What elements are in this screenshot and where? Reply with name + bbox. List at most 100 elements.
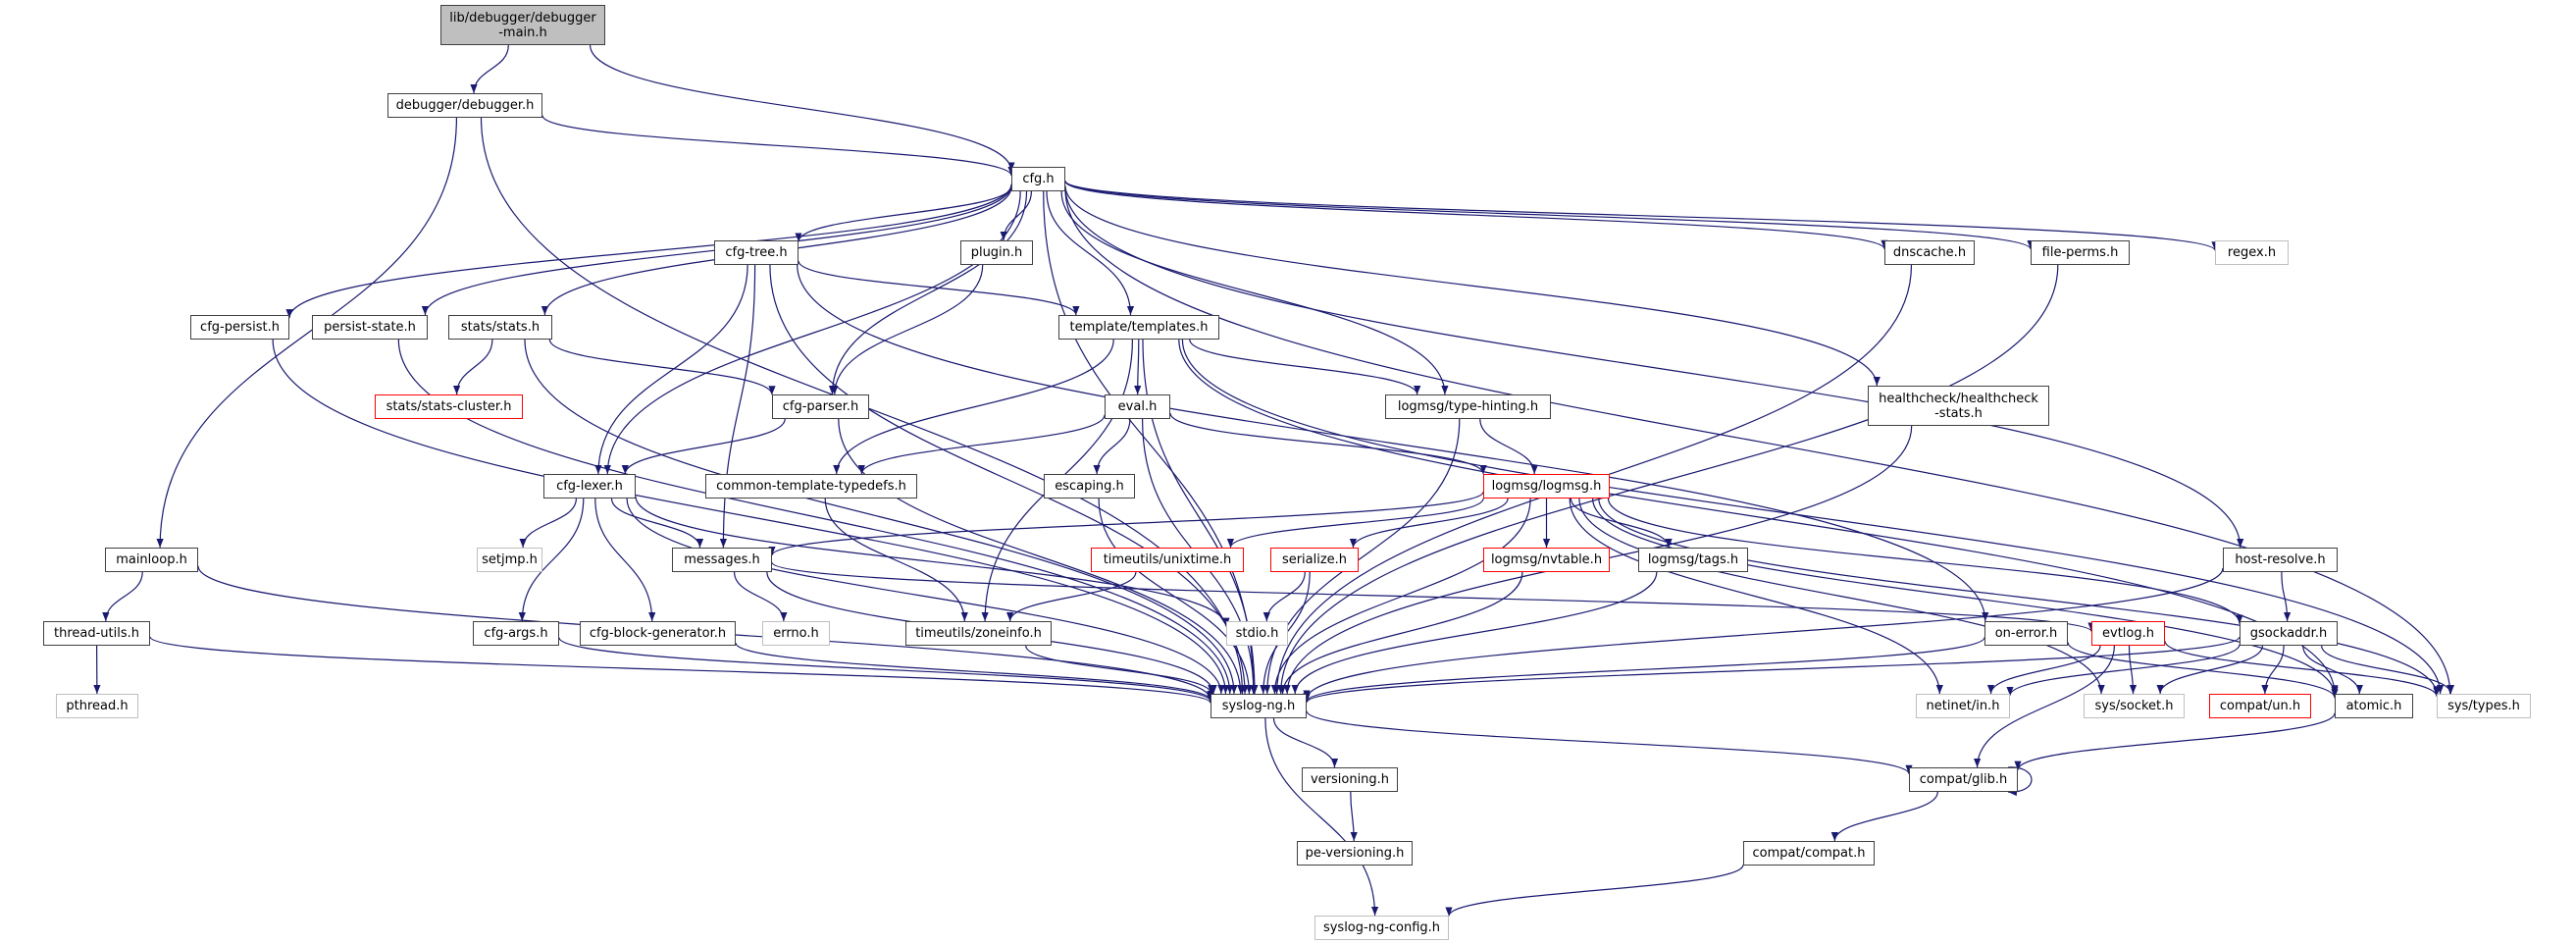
node-cfgargs[interactable]: cfg-args.h [473,621,559,646]
node-label: thread-utils.h [53,626,139,641]
node-escaping[interactable]: escaping.h [1044,474,1135,499]
edge-versioning-to-peversioning [1350,791,1358,842]
node-pthread[interactable]: pthread.h [56,694,138,718]
node-errno[interactable]: errno.h [762,621,830,646]
node-label: cfg-persist.h [200,320,280,335]
edge-blockgen-to-syslogng [735,642,1214,701]
node-hostresolve[interactable]: host-resolve.h [2223,548,2338,572]
node-label: timeutils/unixtime.h [1103,552,1232,567]
edge-cfg-to-dnscache [1064,181,1888,250]
edge-cfgtree-to-messages [719,264,756,549]
edge-evtlog-to-netinet [1986,645,2101,695]
node-label: stats/stats-cluster.h [386,399,512,414]
edge-evtlog-to-glib [1974,645,2115,768]
node-zoneinfo[interactable]: timeutils/zoneinfo.h [905,621,1052,646]
node-compat[interactable]: compat/compat.h [1743,841,1875,866]
node-plugin[interactable]: plugin.h [960,240,1033,265]
node-versioning[interactable]: versioning.h [1302,767,1398,792]
edge-debugger-to-cfg [541,115,1015,177]
node-stats[interactable]: stats/stats.h [448,315,552,340]
node-label: healthcheck/healthcheck -stats.h [1879,391,2038,421]
node-debugger[interactable]: debugger/debugger.h [387,93,542,118]
node-threadutils[interactable]: thread-utils.h [43,621,150,646]
node-label: atomic.h [2345,699,2402,713]
node-cfgparser[interactable]: cfg-parser.h [772,394,869,419]
node-logmsg[interactable]: logmsg/logmsg.h [1483,474,1610,499]
node-root[interactable]: lib/debugger/debugger -main.h [440,5,605,45]
node-cfgpersist[interactable]: cfg-persist.h [190,315,289,340]
edge-cfg-to-fileperms [1064,180,2035,250]
node-eval[interactable]: eval.h [1105,394,1170,419]
node-typehinting[interactable]: logmsg/type-hinting.h [1385,394,1551,419]
edge-threadutils-to-syslogng [149,636,1214,704]
node-compatun[interactable]: compat/un.h [2209,694,2311,718]
edge-onerror-to-atomic [2067,642,2339,699]
node-label: cfg-block-generator.h [589,626,727,641]
edge-logmsg-to-netinet [1569,498,1943,695]
edge-templates-to-systypes [1181,339,2445,695]
node-fileperms[interactable]: file-perms.h [2031,240,2130,265]
node-config[interactable]: syslog-ng-config.h [1314,916,1449,940]
node-label: evtlog.h [2102,626,2154,641]
edge-cfgargs-to-syslogng [558,637,1214,703]
node-label: escaping.h [1055,479,1124,494]
edge-tags-to-syslogng [1291,571,1658,695]
node-syssocket[interactable]: sys/socket.h [2084,694,2185,718]
node-dnscache[interactable]: dnscache.h [1884,240,1975,265]
edge-cfglexer-to-stdio [635,496,1230,627]
node-label: compat/glib.h [1919,772,2008,787]
edge-cfglexer-to-setjmp [519,498,577,549]
edge-logmsg-to-gsockaddr [1607,498,2243,624]
edge-typehinting-to-logmsg [1479,418,1538,475]
node-label: sys/socket.h [2094,699,2174,713]
node-regex[interactable]: regex.h [2215,240,2289,265]
node-serialize[interactable]: serialize.h [1270,548,1359,572]
edge-cfglexer-to-messages [610,498,704,549]
edge-gsockaddr-to-netinet [2006,644,2241,697]
edge-stats-to-syslogng [524,339,1238,695]
node-typedefs[interactable]: common-template-typedefs.h [705,474,917,499]
edge-cfgtree-to-onerror [797,264,1989,622]
node-unixtime[interactable]: timeutils/unixtime.h [1091,548,1244,572]
node-cfglexer[interactable]: cfg-lexer.h [543,474,636,499]
node-gsockaddr[interactable]: gsockaddr.h [2240,621,2338,646]
node-label: stdio.h [1235,626,1279,641]
node-glib[interactable]: compat/glib.h [1909,767,2018,792]
node-label: host-resolve.h [2235,552,2326,567]
node-persiststate[interactable]: persist-state.h [312,315,428,340]
node-label: netinet/in.h [1926,699,2000,713]
node-onerror[interactable]: on-error.h [1984,621,2068,646]
edge-cfgtree-to-templates [798,260,1080,316]
node-blockgen[interactable]: cfg-block-generator.h [580,621,736,646]
edge-gsockaddr-to-atomic [2302,645,2363,695]
edge-debugger-to-mainloop [156,117,457,549]
node-nvtable[interactable]: logmsg/nvtable.h [1483,548,1610,572]
edge-unixtime-to-zoneinfo [1006,571,1137,622]
node-cfg[interactable]: cfg.h [1011,167,1065,191]
node-tags[interactable]: logmsg/tags.h [1638,548,1748,572]
node-label: lib/debugger/debugger -main.h [449,10,596,40]
edge-glib-to-compat [1830,791,1938,842]
node-label: on-error.h [1994,626,2058,641]
node-systypes[interactable]: sys/types.h [2437,694,2531,718]
node-peversioning[interactable]: pe-versioning.h [1297,841,1413,866]
node-netinet[interactable]: netinet/in.h [1916,694,2010,718]
node-templates[interactable]: template/templates.h [1058,315,1219,340]
edge-mainloop-to-threadutils [102,571,143,622]
node-cfgtree[interactable]: cfg-tree.h [714,240,799,265]
node-setjmp[interactable]: setjmp.h [477,548,542,572]
node-syslogng[interactable]: syslog-ng.h [1211,694,1307,718]
node-mainloop[interactable]: mainloop.h [105,548,198,572]
node-label: logmsg/nvtable.h [1490,552,1603,567]
node-label: plugin.h [970,245,1023,260]
edge-cfg-to-systypes [1064,188,2454,695]
node-atomic[interactable]: atomic.h [2335,694,2413,718]
node-label: gsockaddr.h [2249,626,2328,641]
node-statscluster[interactable]: stats/stats-cluster.h [375,394,523,419]
edge-stats-to-statscluster [453,339,493,395]
node-healthcheck[interactable]: healthcheck/healthcheck -stats.h [1868,386,2049,426]
node-stdio[interactable]: stdio.h [1226,621,1288,646]
node-label: timeutils/zoneinfo.h [915,626,1042,641]
node-evtlog[interactable]: evtlog.h [2091,621,2165,646]
node-messages[interactable]: messages.h [672,548,772,572]
